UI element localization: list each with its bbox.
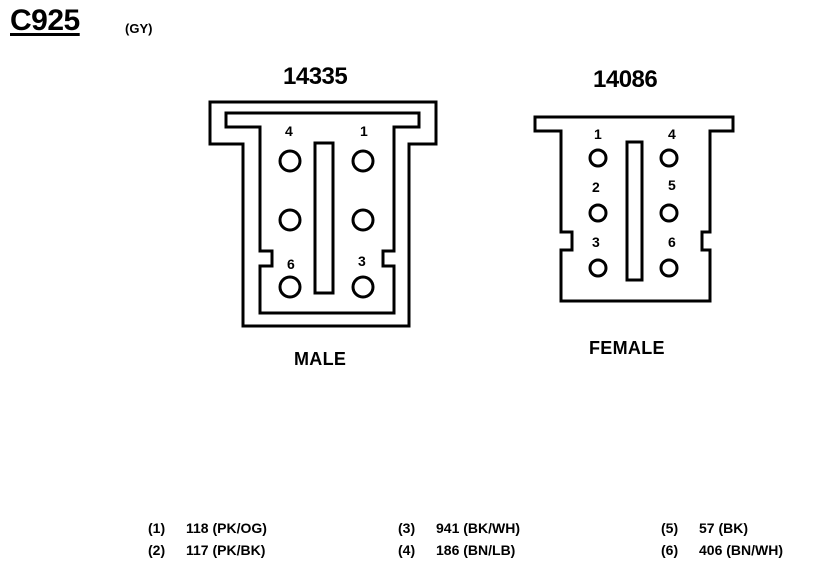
legend-item-3: (3) 941 (BK/WH) xyxy=(398,520,520,536)
female-center-key xyxy=(625,140,644,282)
male-pin-4 xyxy=(278,149,302,173)
legend-item-number: (5) xyxy=(661,520,679,536)
legend-item-number: (1) xyxy=(148,520,166,536)
color-code: (GY) xyxy=(125,21,153,36)
legend-item-6: (6) 406 (BN/WH) xyxy=(661,542,783,558)
male-part-number: 14335 xyxy=(283,63,348,90)
male-housing-outer xyxy=(208,100,438,328)
male-housing-inner xyxy=(224,111,421,315)
male-label: MALE xyxy=(294,349,347,369)
female-pin-6 xyxy=(659,258,679,278)
female-pin-5 xyxy=(659,203,679,223)
female-part-number: 14086 xyxy=(593,66,658,93)
female-pin-2 xyxy=(588,203,608,223)
female-pin-label-4: 4 xyxy=(668,126,676,142)
connector-id: C925 xyxy=(10,4,80,37)
legend-item-text: 117 (PK/BK) xyxy=(186,542,266,558)
legend-item-2: (2) 117 (PK/BK) xyxy=(148,542,265,558)
female-pin-label-3: 3 xyxy=(592,234,600,250)
male-center-key xyxy=(313,141,335,295)
legend-item-number: (3) xyxy=(398,520,416,536)
male-pin-label-4: 4 xyxy=(285,123,293,139)
legend-item-text: 186 (BN/LB) xyxy=(436,542,516,558)
legend-item-5: (5) 57 (BK) xyxy=(661,520,748,536)
legend-item-number: (4) xyxy=(398,542,416,558)
female-housing xyxy=(533,115,735,303)
male-pin-label-1: 1 xyxy=(360,123,368,139)
female-pin-1 xyxy=(588,148,608,168)
female-pin-label-2: 2 xyxy=(592,179,600,195)
legend-item-number: (6) xyxy=(661,542,679,558)
legend-item-4: (4) 186 (BN/LB) xyxy=(398,542,515,558)
female-pin-label-5: 5 xyxy=(668,177,676,193)
legend-item-text: 118 (PK/OG) xyxy=(186,520,267,536)
female-pin-3 xyxy=(588,258,608,278)
legend-item-number: (2) xyxy=(148,542,166,558)
female-pin-label-6: 6 xyxy=(668,234,676,250)
male-pin-label-3: 3 xyxy=(358,253,366,269)
legend-item-text: 57 (BK) xyxy=(699,520,749,536)
legend-item-text: 941 (BK/WH) xyxy=(436,520,521,536)
male-pin-1 xyxy=(351,149,375,173)
female-label: FEMALE xyxy=(589,338,665,358)
male-pin-5 xyxy=(278,208,302,232)
male-pin-6 xyxy=(278,275,302,299)
female-pin-label-1: 1 xyxy=(594,126,602,142)
legend-item-1: (1) 118 (PK/OG) xyxy=(148,520,267,536)
male-pin-label-6: 6 xyxy=(287,256,295,272)
male-pin-3 xyxy=(351,275,375,299)
female-pin-4 xyxy=(659,148,679,168)
male-pin-2 xyxy=(351,208,375,232)
legend-item-text: 406 (BN/WH) xyxy=(699,542,784,558)
